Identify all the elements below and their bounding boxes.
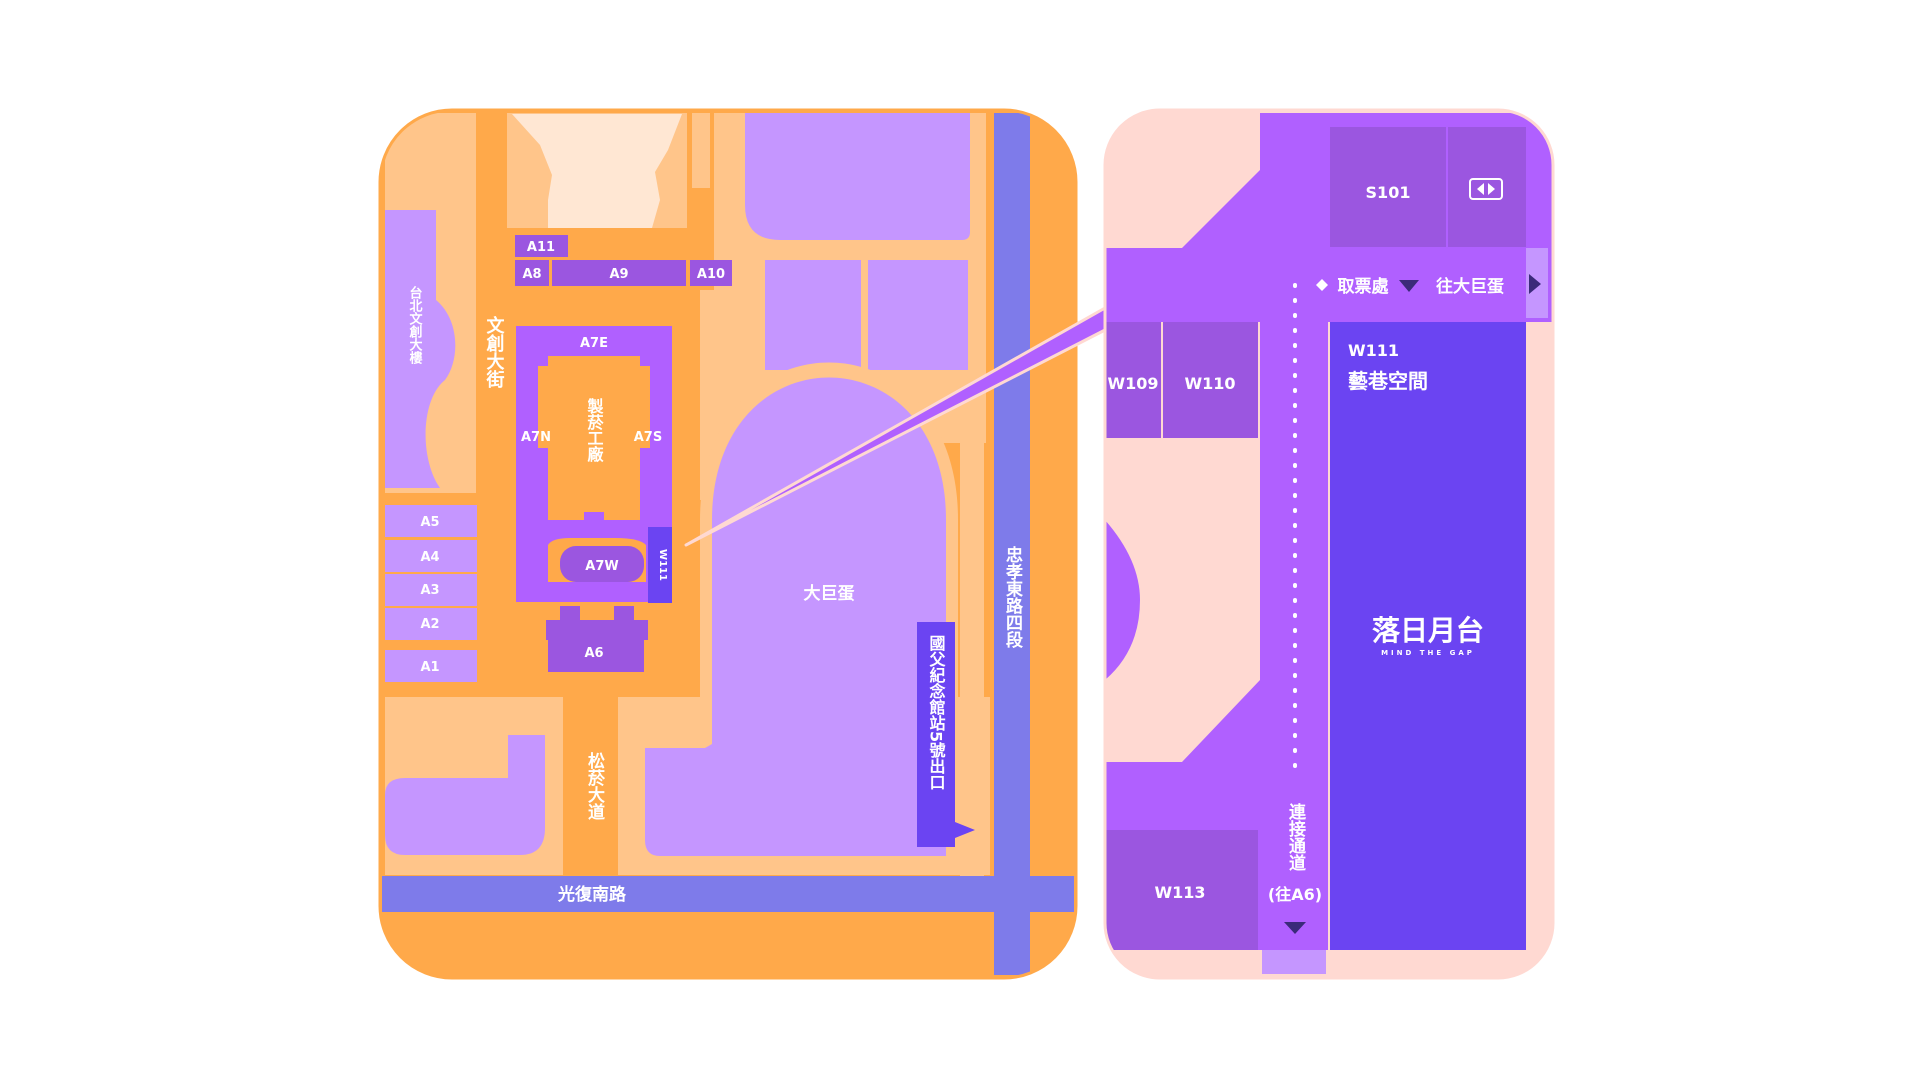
label-passage: 連接通道 — [1285, 802, 1306, 871]
label-zhongxiao-road: 忠孝東路四段 — [1002, 545, 1023, 649]
building-a1 — [385, 650, 477, 682]
building-a6 — [546, 606, 648, 672]
right-map — [1105, 110, 1553, 978]
label-wenchuang-tower: 台北文創大樓 — [407, 285, 424, 365]
corridor — [1105, 113, 1553, 950]
tobacco-factory — [516, 326, 672, 672]
label-a10: A10 — [697, 267, 725, 282]
building-a11 — [515, 235, 568, 257]
building-a3 — [385, 574, 477, 606]
building-wenchuang-tower — [385, 210, 456, 488]
room-w110 — [1163, 322, 1258, 438]
label-w110: W110 — [1184, 374, 1235, 393]
station-exit-sign — [917, 622, 955, 847]
label-station-exit: 國父紀念館站5號出口 — [927, 635, 947, 790]
logo-title: 落日月台 — [1372, 614, 1484, 647]
label-a7w: A7W — [585, 559, 618, 574]
logo-subtitle: MIND THE GAP — [1381, 649, 1475, 657]
room-w109 — [1105, 322, 1161, 438]
label-a1: A1 — [420, 660, 439, 675]
arrow-right-icon — [1529, 274, 1541, 294]
buildings-a1-a5 — [385, 505, 477, 682]
label-songyan-avenue: 松菸大道 — [584, 751, 605, 820]
zoom-callout — [684, 306, 1107, 547]
building-block-1 — [765, 260, 861, 370]
elevator-room — [1448, 127, 1526, 247]
building-a10 — [690, 260, 732, 286]
building-a2 — [385, 608, 477, 640]
label-a5: A5 — [420, 515, 439, 530]
label-s101: S101 — [1366, 183, 1411, 202]
factory-courtyard — [538, 356, 650, 520]
dome-edge — [1105, 520, 1140, 680]
label-a7s: A7S — [634, 430, 662, 445]
label-to-dome: 往大巨蛋 — [1436, 276, 1504, 297]
label-ticket-office: 取票處 — [1338, 276, 1390, 297]
label-w111-small: W111 — [657, 549, 668, 581]
elevator-icon — [1469, 178, 1503, 200]
building-a7w-oval — [560, 546, 644, 582]
label-a11: A11 — [527, 240, 555, 255]
left-labels: 台北文創大樓 文創大街 A11 A8 A9 A10 A7E A7N A7S 製菸… — [407, 240, 1023, 905]
label-guangfu-road: 光復南路 — [557, 884, 627, 905]
label-dome: 大巨蛋 — [804, 583, 855, 604]
label-a4: A4 — [420, 550, 439, 565]
open-plaza — [512, 114, 682, 228]
arrow-down-icon — [1399, 280, 1419, 292]
building-a4 — [385, 540, 477, 572]
building-northeast — [745, 113, 970, 240]
room-w113 — [1105, 830, 1258, 950]
label-a2: A2 — [420, 617, 439, 632]
ticket-diamond-icon — [1316, 279, 1328, 291]
dome-base — [645, 744, 946, 856]
big-dome — [712, 377, 946, 744]
right-labels: S101 取票處 往大巨蛋 W109 W110 W111 藝巷空間 落日月台 M… — [1107, 183, 1504, 904]
exit-pointer-icon — [955, 822, 975, 838]
w111-marker — [648, 527, 672, 603]
label-a7n: A7N — [521, 430, 551, 445]
room-w111 — [1330, 322, 1526, 950]
label-a6: A6 — [584, 646, 603, 661]
building-a9 — [552, 260, 686, 286]
building-a8 — [515, 260, 549, 286]
room-s101 — [1330, 127, 1446, 247]
building-block-2 — [868, 260, 968, 370]
label-a8: A8 — [522, 267, 541, 282]
building-southwest — [385, 735, 545, 855]
label-w109: W109 — [1107, 374, 1158, 393]
label-w113: W113 — [1154, 883, 1205, 902]
label-w111-code: W111 — [1348, 341, 1399, 360]
label-w111-name: 藝巷空間 — [1348, 369, 1428, 393]
label-wenchuang-street: 文創大街 — [484, 315, 506, 389]
label-a9: A9 — [609, 267, 628, 282]
road-guangfu — [382, 876, 1074, 912]
road-zhongxiao — [994, 113, 1030, 975]
building-a5 — [385, 505, 477, 537]
label-factory: 製菸工廠 — [585, 397, 605, 463]
label-a7e: A7E — [580, 336, 608, 351]
left-map — [380, 110, 1076, 978]
passage-arrow-icon — [1284, 922, 1306, 934]
label-a3: A3 — [420, 583, 439, 598]
label-passage-note: (往A6) — [1268, 885, 1322, 904]
